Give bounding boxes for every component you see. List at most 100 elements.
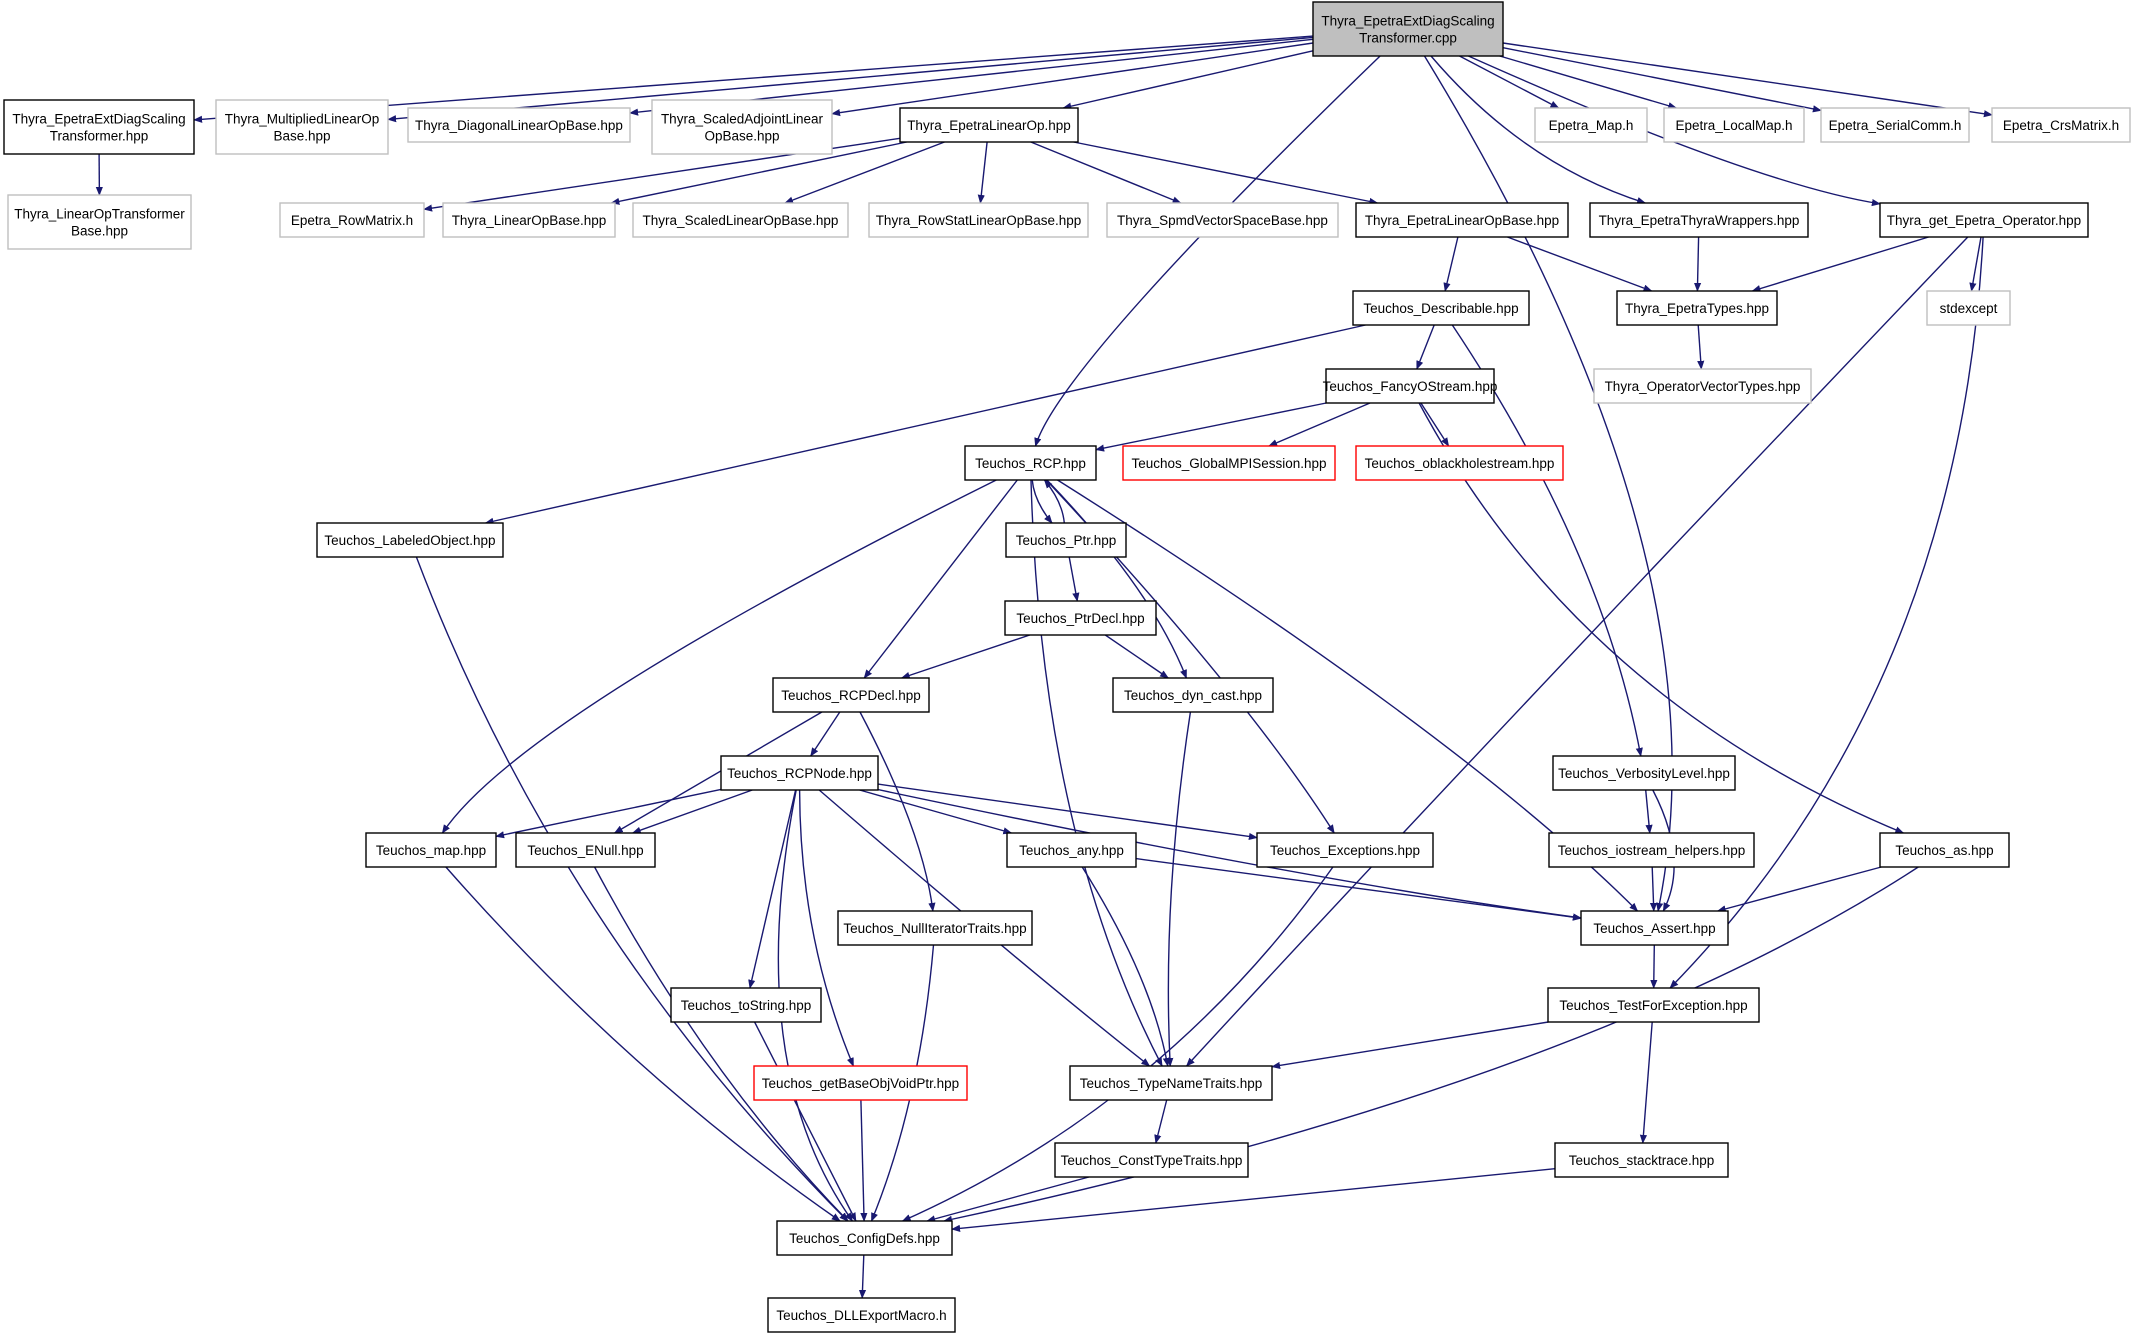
edge-root-to-epetra_serialcomm — [1502, 47, 1822, 113]
node-describable[interactable]: Teuchos_Describable.hpp — [1352, 290, 1530, 326]
node-box — [215, 99, 389, 155]
node-box — [1547, 987, 1760, 1023]
node-configdefs[interactable]: Teuchos_ConfigDefs.hpp — [776, 1220, 953, 1256]
node-label: Teuchos_oblackholestream.hpp — [1365, 456, 1555, 471]
node-box — [720, 755, 879, 791]
edge-rcpdecl-to-nulliter — [859, 711, 936, 912]
edge-as-to-configdefs — [943, 866, 1919, 1223]
node-ext_hpp[interactable]: Thyra_EpetraExtDiagScalingTransformer.hp… — [3, 99, 195, 155]
node-epetra_linopbase[interactable]: Thyra_EpetraLinearOpBase.hpp — [1355, 202, 1569, 238]
edge-getbaseobj-to-configdefs — [860, 1099, 868, 1222]
node-epetra_localmap[interactable]: Epetra_LocalMap.h — [1663, 107, 1805, 143]
node-label: Thyra_EpetraExtDiagScaling — [12, 112, 185, 127]
node-consttype[interactable]: Teuchos_ConstTypeTraits.hpp — [1054, 1142, 1249, 1178]
edge-fancy-to-oblackhole — [1420, 402, 1450, 447]
node-dyncast[interactable]: Teuchos_dyn_cast.hpp — [1112, 677, 1274, 713]
node-label: Teuchos_TestForException.hpp — [1559, 998, 1747, 1013]
node-box — [1355, 202, 1569, 238]
node-label: Teuchos_ENull.hpp — [527, 843, 643, 858]
edge-assert-to-testforexc — [1650, 944, 1658, 989]
node-verbosity[interactable]: Teuchos_VerbosityLevel.hpp — [1552, 755, 1736, 791]
edge-rcpnode-to-map — [495, 788, 722, 839]
node-assert[interactable]: Teuchos_Assert.hpp — [1580, 910, 1729, 946]
node-box — [767, 1297, 956, 1333]
node-as[interactable]: Teuchos_as.hpp — [1879, 832, 2010, 868]
edge-configdefs-to-dllexport — [858, 1254, 867, 1299]
node-epetra_crs[interactable]: Epetra_CrsMatrix.h — [1991, 107, 2131, 143]
node-label: Teuchos_ConstTypeTraits.hpp — [1061, 1153, 1243, 1168]
node-box — [1879, 832, 2010, 868]
node-dllexport[interactable]: Teuchos_DLLExportMacro.h — [767, 1297, 956, 1333]
node-exceptions[interactable]: Teuchos_Exceptions.hpp — [1256, 832, 1434, 868]
node-epetra_types[interactable]: Thyra_EpetraTypes.hpp — [1616, 290, 1778, 326]
node-stacktrace[interactable]: Teuchos_stacktrace.hpp — [1554, 1142, 1729, 1178]
node-epetra_map[interactable]: Epetra_Map.h — [1534, 107, 1648, 143]
node-get_operator[interactable]: Thyra_get_Epetra_Operator.hpp — [1879, 202, 2089, 238]
node-thyra_wrappers[interactable]: Thyra_EpetraThyraWrappers.hpp — [1589, 202, 1809, 238]
node-label: Teuchos_map.hpp — [376, 843, 486, 858]
edge-rcpdecl-to-enull — [613, 711, 823, 834]
node-box — [1548, 832, 1755, 868]
node-label: Transformer.cpp — [1359, 31, 1457, 46]
node-scaled_linop[interactable]: Thyra_ScaledLinearOpBase.hpp — [632, 202, 849, 238]
node-oblackhole[interactable]: Teuchos_oblackholestream.hpp — [1355, 445, 1564, 481]
edge-rcpnode-to-exceptions — [877, 783, 1258, 841]
node-box — [1006, 832, 1137, 868]
node-stdexcept[interactable]: stdexcept — [1926, 290, 2011, 326]
node-ptr[interactable]: Teuchos_Ptr.hpp — [1005, 522, 1127, 558]
node-label: Thyra_ScaledAdjointLinear — [661, 112, 824, 127]
edge-root-to-epetra_map — [1459, 55, 1560, 109]
node-box — [279, 202, 425, 238]
node-rowstat[interactable]: Thyra_RowStatLinearOpBase.hpp — [868, 202, 1089, 238]
edge-rcp-to-ptr — [1031, 479, 1053, 524]
edge-root-to-epetra_crs — [1502, 42, 1993, 118]
node-rcpnode[interactable]: Teuchos_RCPNode.hpp — [720, 755, 879, 791]
edge-fancy-to-as — [1418, 402, 1905, 834]
node-iostream_helpers[interactable]: Teuchos_iostream_helpers.hpp — [1548, 832, 1755, 868]
node-box — [1580, 910, 1729, 946]
edge-epetra_linop-to-epetra_linopbase — [1073, 141, 1379, 205]
node-fancy[interactable]: Teuchos_FancyOStream.hpp — [1323, 368, 1498, 404]
edge-rcpnode-to-enull — [631, 789, 753, 834]
edge-rcp-to-dyncast — [1046, 479, 1188, 679]
node-label: Teuchos_ConfigDefs.hpp — [789, 1231, 940, 1246]
node-box — [1355, 445, 1564, 481]
node-enull[interactable]: Teuchos_ENull.hpp — [515, 832, 656, 868]
node-labeled[interactable]: Teuchos_LabeledObject.hpp — [316, 522, 504, 558]
node-linopbase[interactable]: Thyra_LinearOpBase.hpp — [442, 202, 616, 238]
node-globalmpi[interactable]: Teuchos_GlobalMPISession.hpp — [1122, 445, 1336, 481]
edge-get_operator-to-typename — [1185, 236, 1969, 1067]
node-tostring[interactable]: Teuchos_toString.hpp — [670, 987, 822, 1023]
node-any[interactable]: Teuchos_any.hpp — [1006, 832, 1137, 868]
node-root[interactable]: Thyra_EpetraExtDiagScalingTransformer.cp… — [1312, 1, 1504, 57]
node-typename[interactable]: Teuchos_TypeNameTraits.hpp — [1069, 1065, 1273, 1101]
node-box — [1616, 290, 1778, 326]
node-rcp[interactable]: Teuchos_RCP.hpp — [964, 445, 1097, 481]
node-nulliter[interactable]: Teuchos_NullIteratorTraits.hpp — [837, 910, 1033, 946]
node-rcpdecl[interactable]: Teuchos_RCPDecl.hpp — [772, 677, 930, 713]
node-diag_lin[interactable]: Thyra_DiagonalLinearOpBase.hpp — [407, 107, 631, 143]
edge-dyncast-to-typename — [1166, 711, 1192, 1067]
node-testforexc[interactable]: Teuchos_TestForException.hpp — [1547, 987, 1760, 1023]
node-spmd[interactable]: Thyra_SpmdVectorSpaceBase.hpp — [1106, 202, 1339, 238]
node-label: Base.hpp — [71, 224, 128, 239]
node-box — [7, 194, 192, 250]
node-operator_vector_types[interactable]: Thyra_OperatorVectorTypes.hpp — [1593, 368, 1812, 404]
node-epetra_serialcomm[interactable]: Epetra_SerialComm.h — [1820, 107, 1970, 143]
node-epetra_linop[interactable]: Thyra_EpetraLinearOp.hpp — [899, 107, 1079, 143]
node-box — [772, 677, 930, 713]
node-map[interactable]: Teuchos_map.hpp — [365, 832, 497, 868]
node-getbaseobj[interactable]: Teuchos_getBaseObjVoidPtr.hpp — [753, 1065, 968, 1101]
edge-root-to-scaled_adj — [831, 42, 1314, 117]
node-box — [632, 202, 849, 238]
node-ptrdecl[interactable]: Teuchos_PtrDecl.hpp — [1004, 600, 1157, 636]
edge-ptrdecl-to-rcpdecl — [900, 634, 1031, 679]
node-label: Thyra_get_Epetra_Operator.hpp — [1887, 213, 2081, 228]
node-label: Thyra_EpetraLinearOp.hpp — [907, 118, 1071, 133]
node-epetra_rowmatrix[interactable]: Epetra_RowMatrix.h — [279, 202, 425, 238]
edge-labeled-to-configdefs — [415, 556, 849, 1222]
node-box — [407, 107, 631, 143]
